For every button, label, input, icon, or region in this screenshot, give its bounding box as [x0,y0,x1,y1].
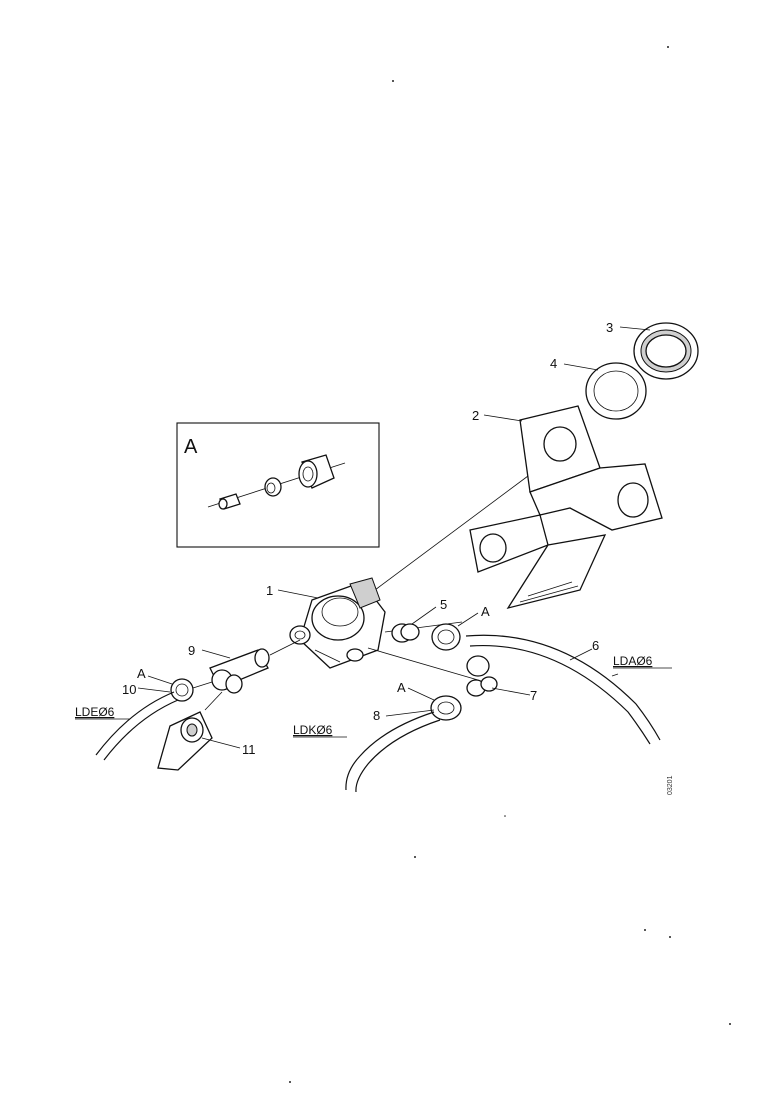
callout-4: 4 [550,356,557,371]
scan-specks [289,46,731,1083]
callout-a-upper: A [481,604,490,619]
leader-bracket-to-regulator [374,475,529,591]
callout-a-left: A [137,666,146,681]
hose-labels: LDAØ6 LDKØ6 LDEØ6 [75,654,672,738]
callout-3: 3 [606,320,613,335]
callout-5: 5 [440,597,447,612]
hose-label-lde: LDEØ6 [75,705,115,719]
callout-10: 10 [122,682,136,697]
hose-lda [465,634,661,745]
inset-sleeve [218,493,241,510]
callout-6: 6 [592,638,599,653]
leader-lines [137,326,651,749]
callout-8: 8 [373,708,380,723]
callout-1: 1 [266,583,273,598]
lock-nut-3 [633,322,699,380]
callout-2: 2 [472,408,479,423]
elbow-fitting-9 [209,639,301,694]
mounting-bracket [469,405,663,610]
hose-ldk [345,711,441,793]
hose-label-lda: LDAØ6 [613,654,653,668]
callout-9: 9 [188,643,195,658]
inset-nut [298,454,335,489]
callout-7: 7 [530,688,537,703]
nut-a-upper [431,623,461,651]
hose-lde [95,691,179,761]
inset-detail-a: A [176,422,380,548]
callout-labels: 3 4 2 1 5 A 6 9 A 10 A 7 8 11 [122,320,613,757]
nut-a-lower [430,695,462,721]
hose-label-ldk: LDKØ6 [293,723,333,737]
regulator-body [289,577,386,669]
nut-10 [170,678,213,702]
drawing-reference: 03201 [667,775,674,795]
washer-4 [585,362,647,420]
fittings-7 [367,647,498,697]
inset-title: A [184,436,198,458]
callout-11: 11 [242,742,256,757]
part-11 [157,691,223,771]
callout-a-lower: A [397,680,406,695]
inset-olive [264,477,282,497]
